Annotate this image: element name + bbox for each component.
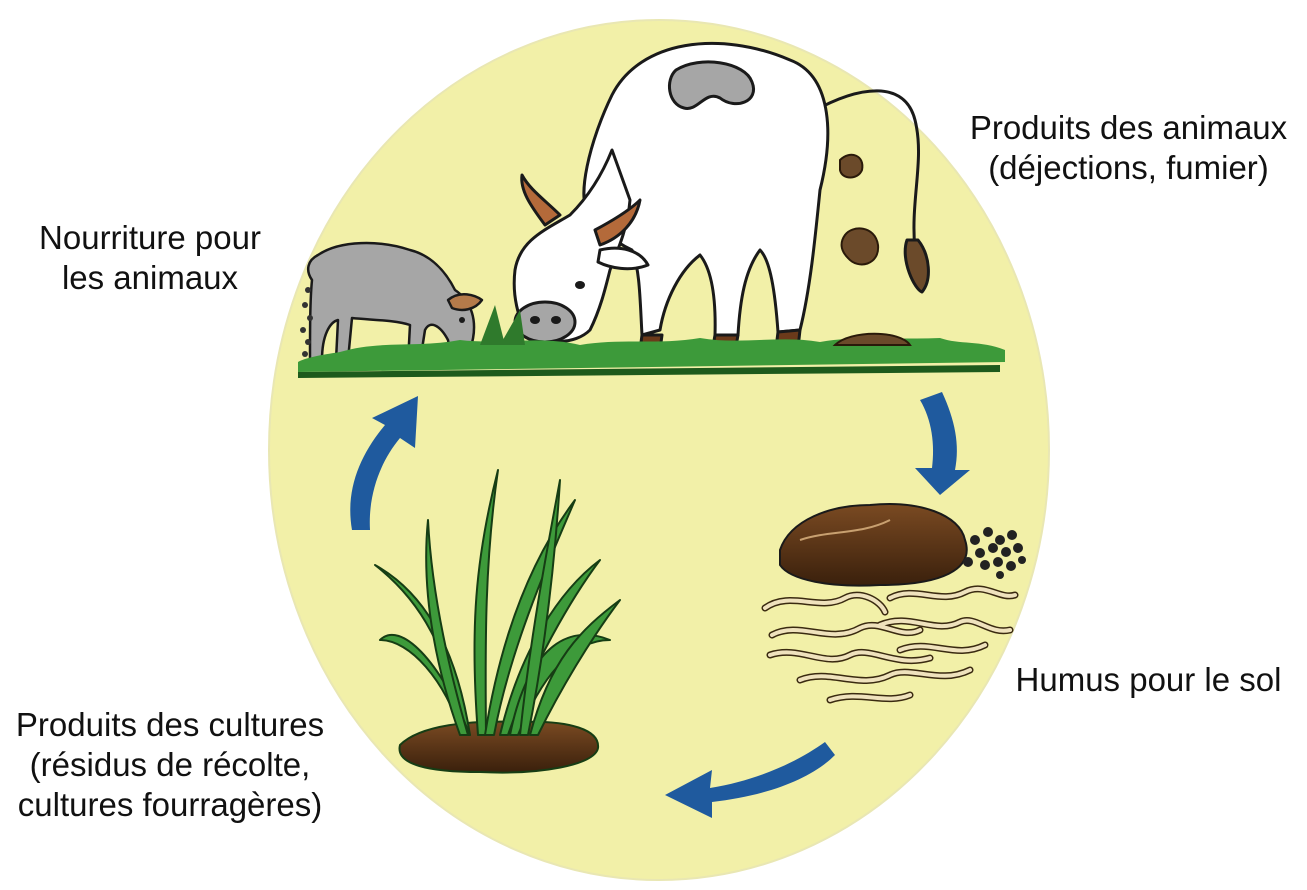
label-crop-products-line2: (résidus de récolte, <box>0 745 340 785</box>
label-animal-food-line2: les animaux <box>0 258 300 298</box>
label-humus-line1: Humus pour le sol <box>990 660 1307 700</box>
label-animal-products-line2: (déjections, fumier) <box>950 148 1307 188</box>
label-animal-food: Nourriture pour les animaux <box>0 218 300 298</box>
label-animal-products-line1: Produits des animaux <box>950 108 1307 148</box>
label-crop-products: Produits des cultures (résidus de récolt… <box>0 705 340 825</box>
label-crop-products-line3: cultures fourragères) <box>0 785 340 825</box>
label-animal-food-line1: Nourriture pour <box>0 218 300 258</box>
label-humus: Humus pour le sol <box>990 660 1307 700</box>
label-crop-products-line1: Produits des cultures <box>0 705 340 745</box>
label-animal-products: Produits des animaux (déjections, fumier… <box>950 108 1307 188</box>
